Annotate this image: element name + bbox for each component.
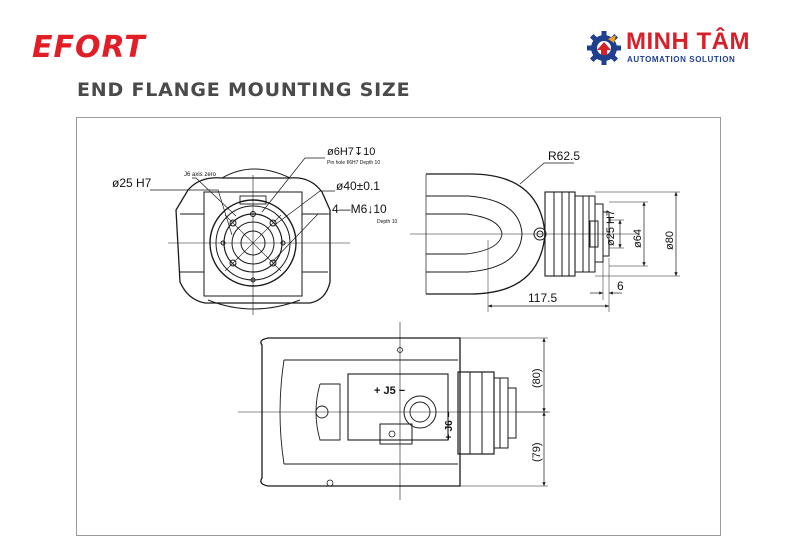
d64-label: ø64: [632, 229, 644, 248]
page-title: END FLANGE MOUNTING SIZE: [77, 79, 411, 101]
j6-zero-label: J6 axis zero: [184, 172, 217, 178]
screws-sublabel: Depth 10: [377, 219, 398, 225]
minh-tam-tagline: AUTOMATION SOLUTION: [627, 55, 736, 64]
offset-label: 117.5: [528, 291, 557, 305]
minh-tam-name: MINH TÂM: [626, 28, 750, 55]
j5-label: + J5 −: [374, 385, 405, 397]
minh-tam-logo: MINH TÂM AUTOMATION SOLUTION: [586, 28, 776, 72]
side-view: [410, 162, 680, 312]
gear-icon: [587, 31, 621, 65]
pin-hole-sublabel: Pin hole ¢6H7 Depth 10: [327, 160, 380, 166]
radius-label: R62.5: [548, 149, 580, 163]
d25-label: ø25 H7: [605, 210, 617, 246]
pin-hole-label: ø6H7↧10: [327, 146, 375, 158]
efort-logo: EFORT: [32, 30, 146, 65]
j6-label: + J6 −: [444, 411, 455, 440]
screws-label: 4—M6↓10: [332, 202, 387, 216]
d80-label: ø80: [664, 231, 676, 250]
lower-offset-label: (79): [531, 442, 543, 462]
depth-label: 6: [617, 279, 624, 293]
pcd-label: ø40±0.1: [336, 179, 380, 193]
drawing-frame: [76, 117, 721, 536]
upper-offset-label: (80): [531, 368, 543, 388]
front-view: [150, 157, 350, 315]
top-view: [238, 322, 550, 500]
bore-label: ø25 H7: [112, 176, 152, 190]
